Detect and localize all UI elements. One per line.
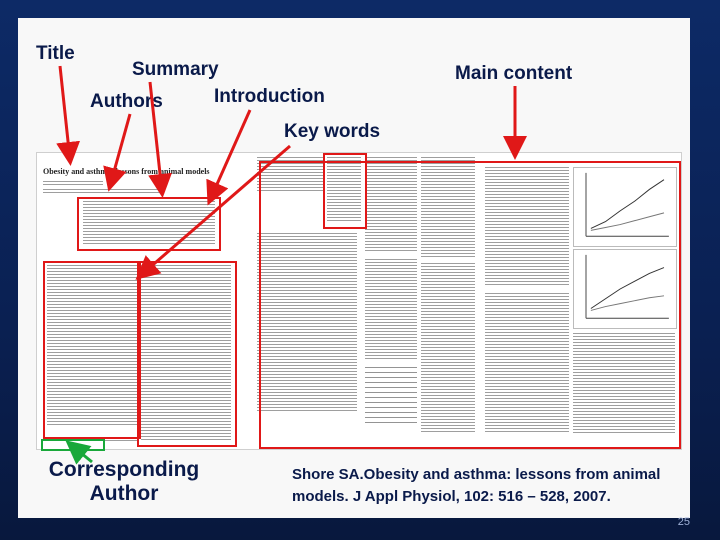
citation: Shore SA.Obesity and asthma: lessons fro… <box>292 464 672 508</box>
label-key-words: Key words <box>284 121 381 142</box>
paper-figure-2 <box>573 249 677 329</box>
figure-1-plot <box>585 172 669 237</box>
figure-2-plot <box>585 254 669 319</box>
paper-col-text-b <box>421 157 475 257</box>
paper-col1-text <box>47 265 137 425</box>
paper-col-text-d <box>421 263 475 433</box>
label-main-content: Main content <box>455 63 573 84</box>
paper-title: Obesity and asthma: lessons from animal … <box>43 167 210 176</box>
paper-p3-text-a <box>485 167 569 287</box>
paper-p3-text-c <box>573 333 675 433</box>
introduction-highlight-box-2 <box>137 261 237 447</box>
paper-figure-1 <box>573 167 677 247</box>
paper-keywords-block <box>327 157 361 221</box>
paper-page-3 <box>481 153 681 449</box>
paper-col-text-a <box>365 157 417 253</box>
paper-p3-text-b <box>485 293 569 433</box>
keywords-highlight-box <box>323 153 367 229</box>
citation-line-1: Shore SA.Obesity and asthma: lessons fro… <box>292 466 661 483</box>
corresponding-author-highlight-box <box>41 439 105 451</box>
label-summary: Summary <box>132 59 219 80</box>
label-authors: Authors <box>90 91 163 112</box>
paper-affiliation-text <box>43 189 163 193</box>
paper-col2-text <box>141 265 231 441</box>
label-title: Title <box>36 43 75 64</box>
label-introduction: Introduction <box>214 86 325 107</box>
paper-table <box>365 367 417 427</box>
label-corresponding-line2: Author <box>89 482 159 506</box>
label-corresponding-line1: Corresponding <box>48 458 200 481</box>
main-content-highlight-box <box>259 161 681 449</box>
introduction-highlight-box-1 <box>43 261 141 439</box>
paper-col-text-c <box>365 259 417 359</box>
summary-highlight-box <box>77 197 221 251</box>
paper-authors-text <box>43 181 103 185</box>
label-corresponding-author: Corresponding Author <box>40 458 208 506</box>
citation-line-2: models. J Appl Physiol, 102: 516 – 528, … <box>292 487 611 505</box>
paper-thumbnail: Obesity and asthma: lessons from animal … <box>36 152 682 451</box>
slide-page-number: 25 <box>677 516 690 528</box>
